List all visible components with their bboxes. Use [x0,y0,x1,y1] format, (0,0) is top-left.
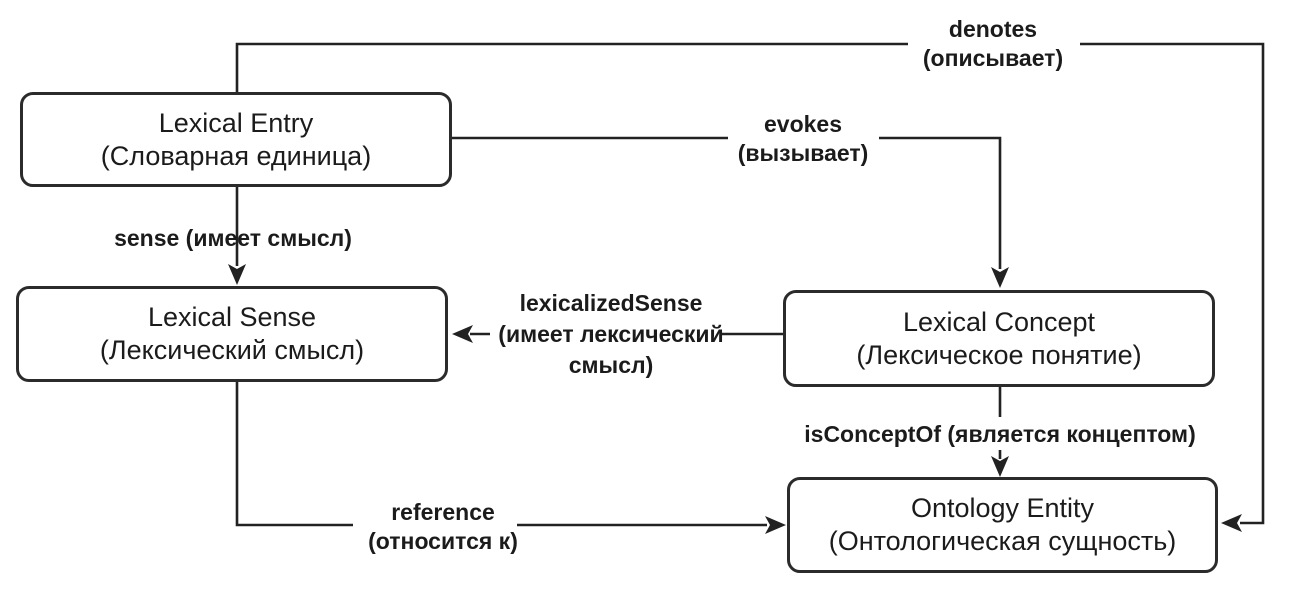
node-ontology-entity-label-ru: (Онтологическая сущность) [828,526,1177,556]
edge-lexicalizedsense-arrowhead [452,325,473,343]
edge-reference-arrowhead [765,516,786,534]
edge-label-reference: reference (относится к) [368,498,518,556]
edge-label-evokes-line2: (вызывает) [737,140,869,166]
node-lexical-sense-label-ru: (Лексический смысл) [99,335,365,365]
edge-label-denotes: denotes (описывает) [923,15,1063,73]
edge-denotes-arrowhead [1221,514,1242,532]
node-ontology-entity: Ontology Entity (Онтологическая сущность… [787,477,1218,573]
edge-label-isconceptof-line1: isConceptOf (является концептом) [804,421,1196,447]
edge-label-lexicalizedsense: lexicalizedSense (имеет лексический смыс… [498,288,723,381]
node-ontology-entity-label-en: Ontology Entity [910,493,1095,523]
node-lexical-concept-label-ru: (Лексическое понятие) [856,339,1142,370]
edge-evokes-arrowhead [991,267,1009,288]
node-lexical-sense: Lexical Sense (Лексический смысл) [16,286,448,382]
edge-label-sense-line1: sense (имеет смысл) [114,225,352,251]
edge-label-evokes-line1: evokes [763,111,842,137]
edge-denotes-line [235,42,1265,525]
edge-isconceptof-arrowhead [991,456,1009,477]
node-lexical-concept-label-en: Lexical Concept [902,306,1096,337]
edge-reference-line [235,382,767,527]
edge-label-isconceptof: isConceptOf (является концептом) [804,420,1195,449]
node-lexical-entry-label-ru: (Словарная единица) [100,140,372,171]
edge-label-reference-line1: reference [391,499,495,525]
node-lexical-entry-label-en: Lexical Entry [158,107,314,138]
edge-label-sense: sense (имеет смысл) [114,224,352,253]
node-lexical-sense-label-en: Lexical Sense [147,302,317,332]
edge-label-evokes: evokes (вызывает) [738,110,869,168]
edge-sense-arrowhead [228,264,246,285]
edge-evokes-line [452,136,1002,269]
edge-label-denotes-line1: denotes [948,16,1038,42]
edge-label-reference-line2: (относится к) [368,528,518,554]
edge-label-lexicalizedsense-line3: смысл) [568,352,654,378]
edge-label-lexicalizedsense-line1: lexicalizedSense [519,290,703,316]
node-lexical-concept: Lexical Concept (Лексическое понятие) [783,290,1215,387]
edge-label-denotes-line2: (описывает) [922,45,1064,71]
edge-label-lexicalizedsense-line2: (имеет лексический [498,321,724,347]
node-lexical-entry: Lexical Entry (Словарная единица) [20,92,452,187]
